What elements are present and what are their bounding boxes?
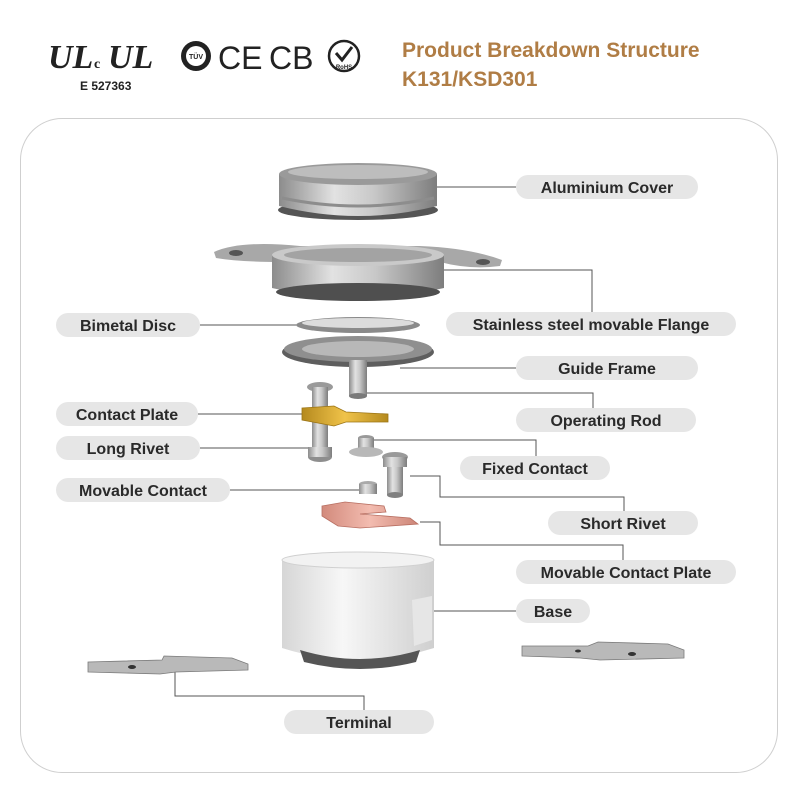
long-rivet-part — [307, 382, 333, 462]
label-fixed-contact: Fixed Contact — [460, 456, 610, 480]
leader-fixed-contact — [370, 439, 537, 456]
label-short-rivet: Short Rivet — [548, 511, 698, 535]
contact-plate-part — [301, 405, 389, 427]
movable-contact-plate-part — [321, 501, 420, 529]
bimetal-disc-part — [296, 317, 420, 333]
short-rivet-part — [382, 452, 408, 498]
svg-text:RoHS: RoHS — [336, 65, 352, 71]
tuv-mark: TÜV — [181, 41, 211, 71]
label-base: Base — [516, 599, 590, 623]
label-movable-contact: Movable Contact — [56, 478, 230, 502]
svg-text:Stainless steel movable Flange: Stainless steel movable Flange — [473, 317, 710, 334]
terminal-left-part — [87, 655, 249, 675]
svg-text:Short Rivet: Short Rivet — [580, 516, 666, 533]
label-operating-rod: Operating Rod — [516, 408, 696, 432]
svg-text:Base: Base — [534, 604, 572, 621]
movable-contact-part — [359, 481, 377, 494]
svg-text:c: c — [94, 57, 100, 72]
svg-text:Bimetal Disc: Bimetal Disc — [80, 318, 176, 335]
fixed-contact-part — [349, 435, 383, 457]
svg-text:UL: UL — [108, 39, 153, 76]
svg-text:Terminal: Terminal — [326, 715, 392, 732]
svg-text:UL: UL — [48, 39, 93, 76]
leader-terminal — [174, 670, 365, 710]
base-part — [281, 551, 435, 669]
svg-text:Aluminium Cover: Aluminium Cover — [541, 180, 673, 197]
leader-stainless-flange — [400, 269, 593, 312]
svg-text:Contact Plate: Contact Plate — [76, 407, 178, 424]
leader-lines — [174, 186, 625, 710]
svg-text:Movable Contact Plate: Movable Contact Plate — [541, 565, 712, 582]
leader-short-rivet — [410, 475, 625, 511]
label-guide-frame: Guide Frame — [516, 356, 698, 380]
label-bimetal-disc: Bimetal Disc — [56, 313, 200, 337]
leader-operating-rod — [352, 392, 594, 408]
terminal-right-part — [521, 641, 685, 661]
svg-text:Long Rivet: Long Rivet — [87, 441, 170, 458]
title-line-1: Product Breakdown Structure — [402, 39, 700, 62]
svg-text:Operating Rod: Operating Rod — [550, 413, 661, 430]
page-title: Product Breakdown Structure K131/KSD301 — [402, 36, 700, 94]
guide-frame-part — [282, 336, 434, 399]
stainless-flange-part — [214, 244, 502, 301]
label-contact-plate: Contact Plate — [56, 402, 198, 426]
label-aluminium-cover: Aluminium Cover — [516, 175, 698, 199]
svg-text:TÜV: TÜV — [189, 52, 203, 61]
svg-text:CB: CB — [269, 40, 313, 76]
ul-file-number: E 527363 — [80, 79, 132, 93]
ul-recognized-mark: UL — [48, 39, 93, 76]
cb-mark: CB — [269, 40, 313, 76]
svg-text:Movable Contact: Movable Contact — [79, 483, 208, 500]
ce-mark: CE — [218, 40, 262, 76]
rohs-mark: RoHS — [327, 39, 361, 73]
certification-marks: UL c UL TÜV CE CB RoHS — [48, 39, 361, 76]
cul-recognized-mark: c UL — [94, 39, 153, 76]
svg-text:Guide Frame: Guide Frame — [558, 361, 656, 378]
label-movable-contact-plate: Movable Contact Plate — [516, 560, 736, 584]
label-terminal: Terminal — [284, 710, 434, 734]
svg-text:Fixed Contact: Fixed Contact — [482, 461, 588, 478]
label-long-rivet: Long Rivet — [56, 436, 200, 460]
title-line-2: K131/KSD301 — [402, 68, 538, 91]
leader-movable-contact-plate — [420, 521, 624, 560]
svg-text:CE: CE — [218, 40, 262, 76]
aluminium-cover-part — [278, 163, 438, 220]
label-stainless-flange: Stainless steel movable Flange — [446, 312, 736, 336]
